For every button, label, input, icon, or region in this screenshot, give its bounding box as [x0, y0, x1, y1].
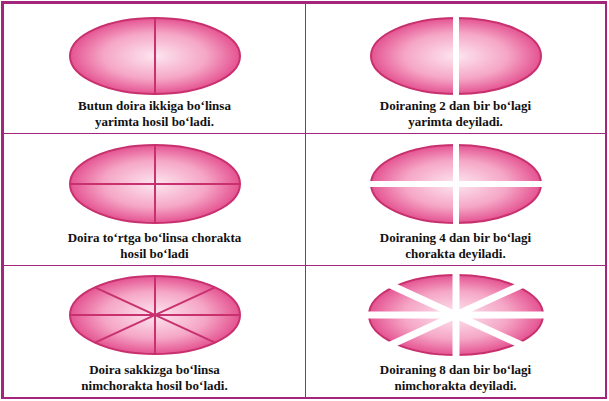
table-cell: Doira to‘rtga bo‘linsa chorakta hosil bo… — [3, 133, 306, 266]
caption-block: Doiraning 8 dan bir bo‘lagi nimchorakta … — [306, 362, 605, 394]
caption-block: Doira sakkizga bo‘linsa nimchorakta hosi… — [4, 362, 305, 394]
circle-quarters — [70, 145, 240, 223]
caption-block: Doiraning 2 dan bir bo‘lagi yarimta deyi… — [306, 98, 605, 130]
circle-eighths — [70, 276, 240, 354]
table-cell: Butun doira ikkiga bo‘linsa yarimta hosi… — [3, 3, 306, 134]
caption-block: Doiraning 4 dan bir bo‘lagi chorakta dey… — [306, 230, 605, 262]
cell-caption: Butun doira ikkiga bo‘linsa yarimta hosi… — [60, 98, 250, 130]
cell-caption: Doira to‘rtga bo‘linsa chorakta hosil bo… — [60, 230, 250, 262]
cell-caption: Doiraning 2 dan bir bo‘lagi yarimta deyi… — [361, 98, 551, 130]
split-eighths — [364, 270, 548, 360]
circle-halves — [70, 18, 240, 94]
caption-block: Doira to‘rtga bo‘linsa chorakta hosil bo… — [4, 230, 305, 262]
split-halves — [371, 14, 541, 98]
table-cell: Doiraning 8 dan bir bo‘lagi nimchorakta … — [305, 265, 606, 398]
cell-caption: Doiraning 4 dan bir bo‘lagi chorakta dey… — [361, 230, 551, 262]
caption-block: Butun doira ikkiga bo‘linsa yarimta hosi… — [4, 98, 305, 130]
table-cell: Doiraning 4 dan bir bo‘lagi chorakta dey… — [305, 133, 606, 266]
split-quarters — [366, 141, 546, 227]
cell-caption: Doira sakkizga bo‘linsa nimchorakta hosi… — [60, 362, 250, 394]
table-cell: Doira sakkizga bo‘linsa nimchorakta hosi… — [3, 265, 306, 398]
cell-caption: Doiraning 8 dan bir bo‘lagi nimchorakta … — [361, 362, 551, 394]
table-cell: Doiraning 2 dan bir bo‘lagi yarimta deyi… — [305, 3, 606, 134]
table-frame — [2, 2, 606, 398]
